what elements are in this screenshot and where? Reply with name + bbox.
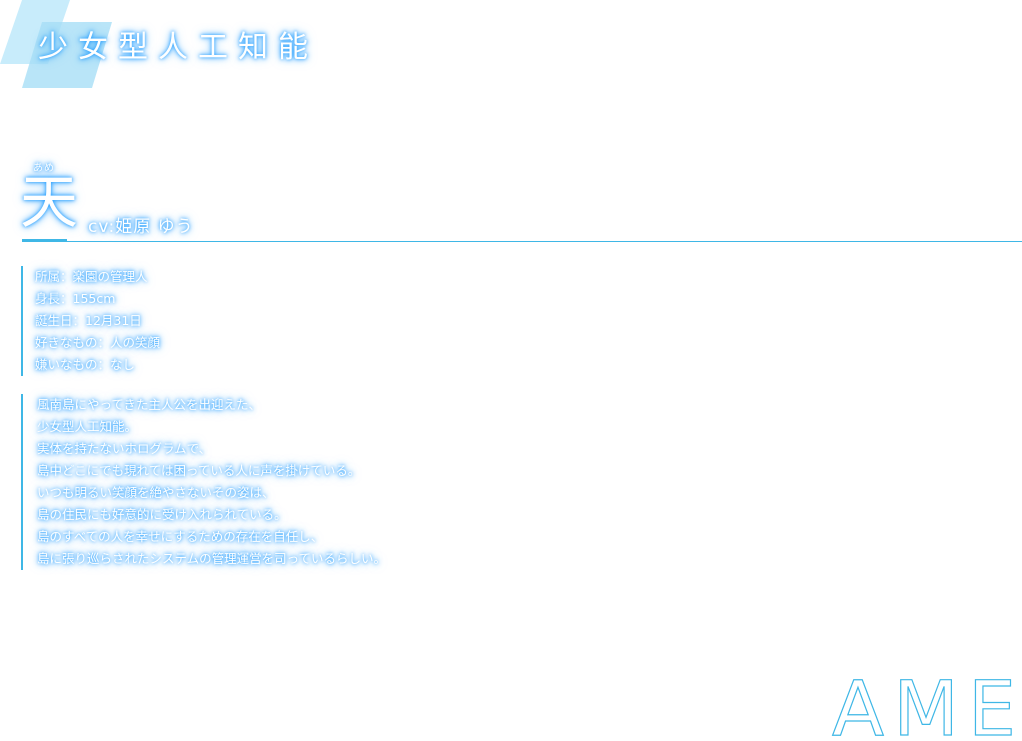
description-line: 島の住民にも好意的に受け入れられている。 xyxy=(37,507,287,522)
voice-actor: cv:姫原 ゆう xyxy=(88,217,194,237)
profile-likes: 好きなもの：人の笑顔 xyxy=(35,335,161,350)
description-line: 島に張り巡らされたシステムの管理運営を司っているらしい。 xyxy=(37,551,387,566)
name-ruby: あめ xyxy=(33,163,55,174)
profile-dislikes: 嫌いなもの：なし xyxy=(35,357,136,372)
description-line: 島中どこにでも現れては困っている人に声を掛けている。 xyxy=(37,463,361,478)
character-description: 風南島にやってきた主人公を出迎えた、 少女型人工知能。 実体を持たないホログラム… xyxy=(21,394,386,570)
profile-affiliation: 所属：楽園の管理人 xyxy=(35,269,148,284)
section-title: 少女型人工知能 xyxy=(38,30,318,65)
description-line: 島のすべての人を幸せにするための存在を自任し、 xyxy=(37,529,324,544)
name-divider xyxy=(66,241,1022,242)
description-line: いつも明るい笑顔を絶やさないその姿は、 xyxy=(37,485,275,500)
profile-birthday: 誕生日：12月31日 xyxy=(35,313,142,328)
profile-height: 身長：155cm xyxy=(35,291,116,306)
name-underline xyxy=(22,239,67,242)
description-line: 風南島にやってきた主人公を出迎えた、 xyxy=(37,397,262,412)
character-name: 天 xyxy=(20,168,79,236)
description-line: 実体を持たないホログラムで、 xyxy=(37,441,212,456)
romaji-name: AME xyxy=(831,675,1016,739)
description-line: 少女型人工知能。 xyxy=(37,419,138,434)
header-decoration xyxy=(0,0,112,88)
romaji-text: AME xyxy=(832,675,1016,739)
profile-info: 所属：楽園の管理人 身長：155cm 誕生日：12月31日 好きなもの：人の笑顔… xyxy=(21,266,160,376)
